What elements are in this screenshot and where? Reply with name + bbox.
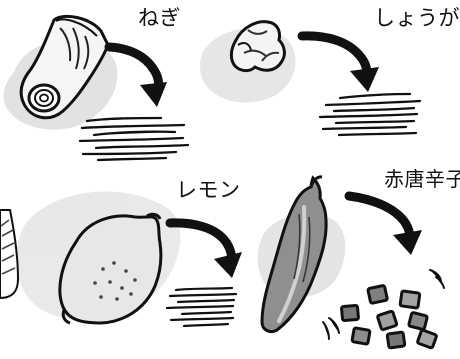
label-negi: ねぎ	[138, 6, 181, 30]
label-lemon: レモン	[176, 178, 241, 202]
chopped-pieces-icon	[340, 284, 438, 350]
chili-pepper-icon	[260, 175, 328, 334]
scallion-shreds	[78, 116, 190, 162]
knife-edge	[0, 209, 20, 300]
lemon-icon	[58, 212, 163, 325]
motion-marks	[322, 269, 445, 340]
lemon-shreds	[165, 286, 238, 328]
arrow-chili-to-pieces	[344, 191, 422, 255]
lemon-dots	[93, 261, 137, 301]
label-shoga: しょうが	[374, 6, 460, 30]
scallion-icon	[19, 15, 110, 120]
ginger-shreds	[318, 92, 422, 137]
arrow-scallion-to-shreds	[104, 42, 167, 107]
arrow-lemon-to-shreds	[165, 218, 242, 278]
ginger-icon	[229, 20, 286, 73]
label-chili: 赤唐辛子	[384, 167, 460, 191]
arrow-ginger-to-shreds	[297, 31, 379, 92]
